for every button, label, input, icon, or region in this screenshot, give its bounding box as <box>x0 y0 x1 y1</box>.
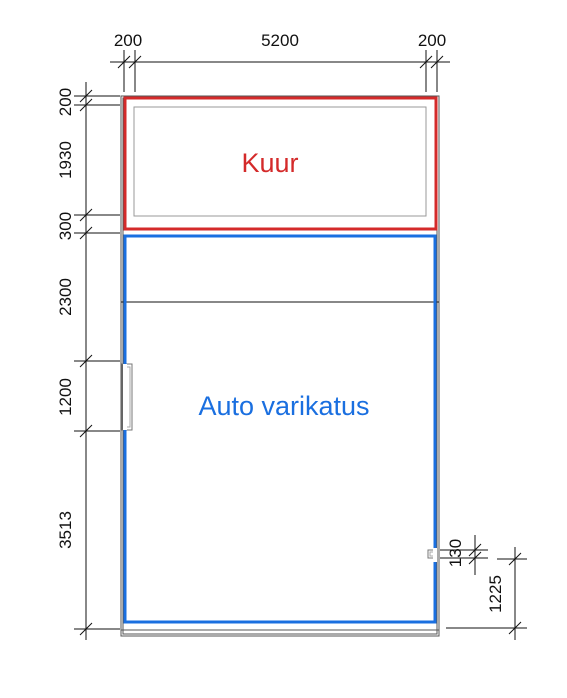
carport-room: Auto varikatus <box>123 234 437 624</box>
top-dimension-line <box>110 50 450 92</box>
dim-left-1: 200 <box>56 88 75 116</box>
dim-left-5: 1200 <box>56 378 75 416</box>
dim-left-6: 3513 <box>56 511 75 549</box>
dim-top-middle: 5200 <box>261 31 299 50</box>
right-dimension-lines <box>440 535 527 640</box>
dim-top-right: 200 <box>418 31 446 50</box>
shed-room: Kuur <box>123 96 438 231</box>
dim-left-2: 1930 <box>56 141 75 179</box>
dim-right-1225: 1225 <box>486 575 505 613</box>
shed-inner-wall <box>133 106 427 217</box>
left-dimension-line <box>74 82 120 640</box>
carport-outline <box>123 234 437 624</box>
shed-label: Kuur <box>241 148 298 178</box>
dim-top-left: 200 <box>114 31 142 50</box>
dim-right-130: 130 <box>446 539 465 567</box>
dim-left-4: 2300 <box>56 278 75 316</box>
dim-left-3: 300 <box>56 212 75 240</box>
carport-label: Auto varikatus <box>198 391 369 421</box>
shed-outline <box>123 96 438 231</box>
